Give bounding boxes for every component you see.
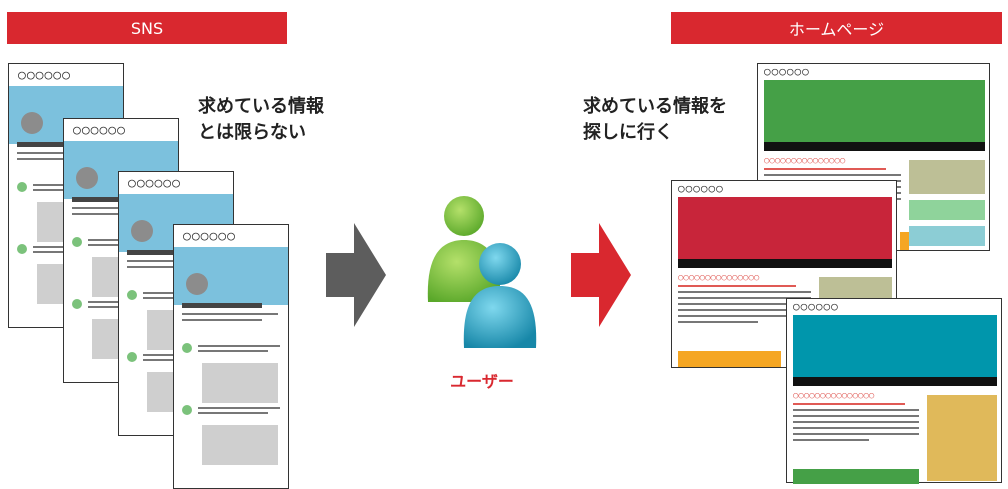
sns-card-dots: ○○○○○○ — [73, 123, 126, 138]
post-image — [202, 363, 278, 403]
section-rule — [764, 168, 886, 170]
homepage-card: ○○○○○○○○○○○○○○○○○○○○○ — [786, 298, 1002, 484]
article-line — [793, 421, 919, 423]
section-heading-dots: ○○○○○○○○○○○○○○○ — [678, 273, 760, 283]
avatar — [76, 167, 98, 189]
post-dot — [182, 343, 192, 353]
sns-caption: 求めている情報 とは限らない — [198, 94, 324, 146]
post-image — [202, 425, 278, 465]
section-heading-dots: ○○○○○○○○○○○○○○○ — [764, 156, 846, 166]
peek-block — [900, 232, 909, 250]
hero-block — [678, 197, 892, 259]
arrow-right-gray-icon — [326, 223, 386, 327]
sns-card: ○○○○○○ — [173, 224, 289, 489]
avatar — [131, 220, 153, 242]
article-line — [793, 415, 919, 417]
sns-card-dots: ○○○○○○ — [128, 176, 181, 191]
post-dot — [127, 290, 137, 300]
sns-banner: SNS — [7, 12, 287, 44]
arrow-gray-shape — [326, 223, 386, 327]
arrow-right-red-icon — [571, 223, 631, 327]
post-dot — [72, 237, 82, 247]
article-line — [678, 321, 758, 323]
side-block — [909, 160, 985, 194]
avatar — [21, 112, 43, 134]
sns-card-dots: ○○○○○○ — [18, 68, 71, 83]
sns-text-line — [182, 319, 262, 321]
sns-title-bar — [127, 250, 207, 255]
side-block — [909, 226, 985, 246]
article-line — [793, 439, 869, 441]
post-line — [198, 412, 268, 414]
post-dot — [17, 244, 27, 254]
post-dot — [127, 352, 137, 362]
side-block — [927, 395, 997, 481]
sns-caption-line-1: 求めている情報 — [198, 96, 324, 117]
sns-caption-line-2: とは限らない — [198, 122, 306, 143]
post-dot — [17, 182, 27, 192]
nav-bar — [793, 377, 997, 386]
homepage-caption: 求めている情報を 探しに行く — [583, 94, 727, 146]
sns-title-bar — [72, 197, 152, 202]
hero-block — [764, 80, 985, 142]
homepage-card-dots: ○○○○○○ — [764, 65, 810, 78]
article-line — [793, 433, 919, 435]
homepage-card-dots: ○○○○○○ — [678, 182, 724, 195]
article-line — [793, 409, 919, 411]
article-line — [793, 427, 919, 429]
post-line — [198, 345, 280, 347]
sns-text-line — [17, 158, 97, 160]
nav-bar — [678, 259, 892, 268]
post-dot — [182, 405, 192, 415]
article-line — [678, 291, 811, 293]
sns-text-line — [182, 313, 278, 315]
side-block — [819, 277, 892, 301]
user-label: ユーザー — [450, 372, 514, 391]
footer-block — [793, 469, 919, 484]
homepage-caption-line-1: 求めている情報を — [583, 96, 727, 117]
user-blue-figure — [463, 243, 537, 348]
side-block — [909, 200, 985, 220]
homepage-card-dots: ○○○○○○ — [793, 300, 839, 313]
article-line — [764, 174, 901, 176]
arrow-red-shape — [571, 223, 631, 327]
sns-card-dots: ○○○○○○ — [183, 229, 236, 244]
sns-text-line — [127, 266, 207, 268]
users-icon — [427, 196, 537, 348]
section-rule — [678, 285, 796, 287]
article-line — [678, 315, 811, 317]
sns-title-bar — [182, 303, 262, 308]
nav-bar — [764, 142, 985, 151]
homepage-caption-line-2: 探しに行く — [583, 122, 673, 143]
hero-block — [793, 315, 997, 377]
homepage-banner: ホームページ — [671, 12, 1002, 44]
article-line — [678, 309, 811, 311]
sns-title-bar — [17, 142, 97, 147]
section-rule — [793, 403, 905, 405]
avatar — [186, 273, 208, 295]
footer-block — [678, 351, 781, 367]
post-dot — [72, 299, 82, 309]
post-line — [198, 350, 268, 352]
article-line — [678, 303, 811, 305]
homepage-card: ○○○○○○○○○○○○○○○○○○○○○ — [757, 63, 990, 251]
sns-text-line — [72, 213, 152, 215]
article-line — [678, 297, 811, 299]
section-heading-dots: ○○○○○○○○○○○○○○○ — [793, 391, 875, 401]
post-line — [198, 407, 280, 409]
